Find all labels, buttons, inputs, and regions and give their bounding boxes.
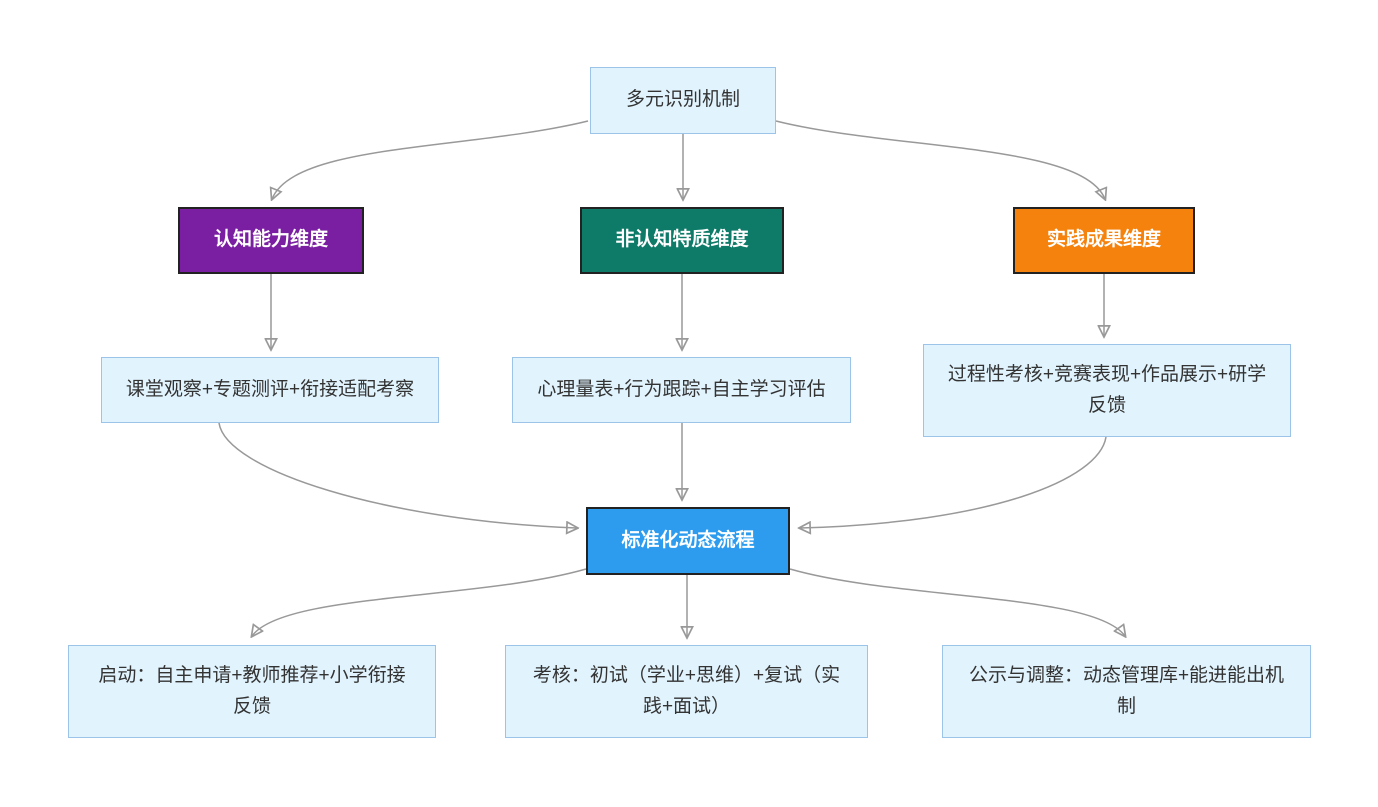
edge-process-to-start — [252, 568, 587, 636]
node-dimension-cognitive: 认知能力维度 — [178, 207, 364, 274]
node-method-cognitive: 课堂观察+专题测评+衔接适配考察 — [101, 357, 439, 423]
edge-process-to-adjust — [789, 568, 1125, 636]
node-step-start: 启动：自主申请+教师推荐+小学衔接 反馈 — [68, 645, 436, 738]
node-dimension-noncognitive-label: 非认知特质维度 — [615, 229, 749, 251]
node-process: 标准化动态流程 — [586, 507, 790, 575]
edge-root-to-cognitive — [272, 120, 589, 199]
node-dimension-practice-label: 实践成果维度 — [1046, 229, 1161, 251]
node-method-cognitive-label: 课堂观察+专题测评+衔接适配考察 — [125, 378, 415, 400]
node-method-practice-label: 过程性考核+竞赛表现+作品展示+研学 反馈 — [947, 364, 1267, 416]
node-method-noncognitive-label: 心理量表+行为跟踪+自主学习评估 — [537, 378, 826, 400]
edge-method3-to-process — [800, 436, 1107, 528]
edge-method1-to-process — [218, 422, 577, 528]
edge-root-to-practice — [775, 120, 1105, 199]
node-step-exam: 考核：初试（学业+思维）+复试（实 践+面试） — [505, 645, 868, 738]
node-dimension-cognitive-label: 认知能力维度 — [213, 229, 328, 251]
node-root-label: 多元识别机制 — [625, 89, 740, 111]
node-root: 多元识别机制 — [590, 67, 776, 134]
node-step-exam-label: 考核：初试（学业+思维）+复试（实 践+面试） — [532, 665, 841, 717]
node-dimension-practice: 实践成果维度 — [1013, 207, 1195, 274]
node-method-practice: 过程性考核+竞赛表现+作品展示+研学 反馈 — [923, 344, 1291, 437]
node-process-label: 标准化动态流程 — [621, 529, 755, 551]
node-dimension-noncognitive: 非认知特质维度 — [580, 207, 784, 274]
node-step-start-label: 启动：自主申请+教师推荐+小学衔接 反馈 — [98, 665, 406, 717]
node-method-noncognitive: 心理量表+行为跟踪+自主学习评估 — [512, 357, 851, 423]
node-step-adjust: 公示与调整：动态管理库+能进能出机 制 — [942, 645, 1311, 738]
node-step-adjust-label: 公示与调整：动态管理库+能进能出机 制 — [968, 665, 1285, 717]
